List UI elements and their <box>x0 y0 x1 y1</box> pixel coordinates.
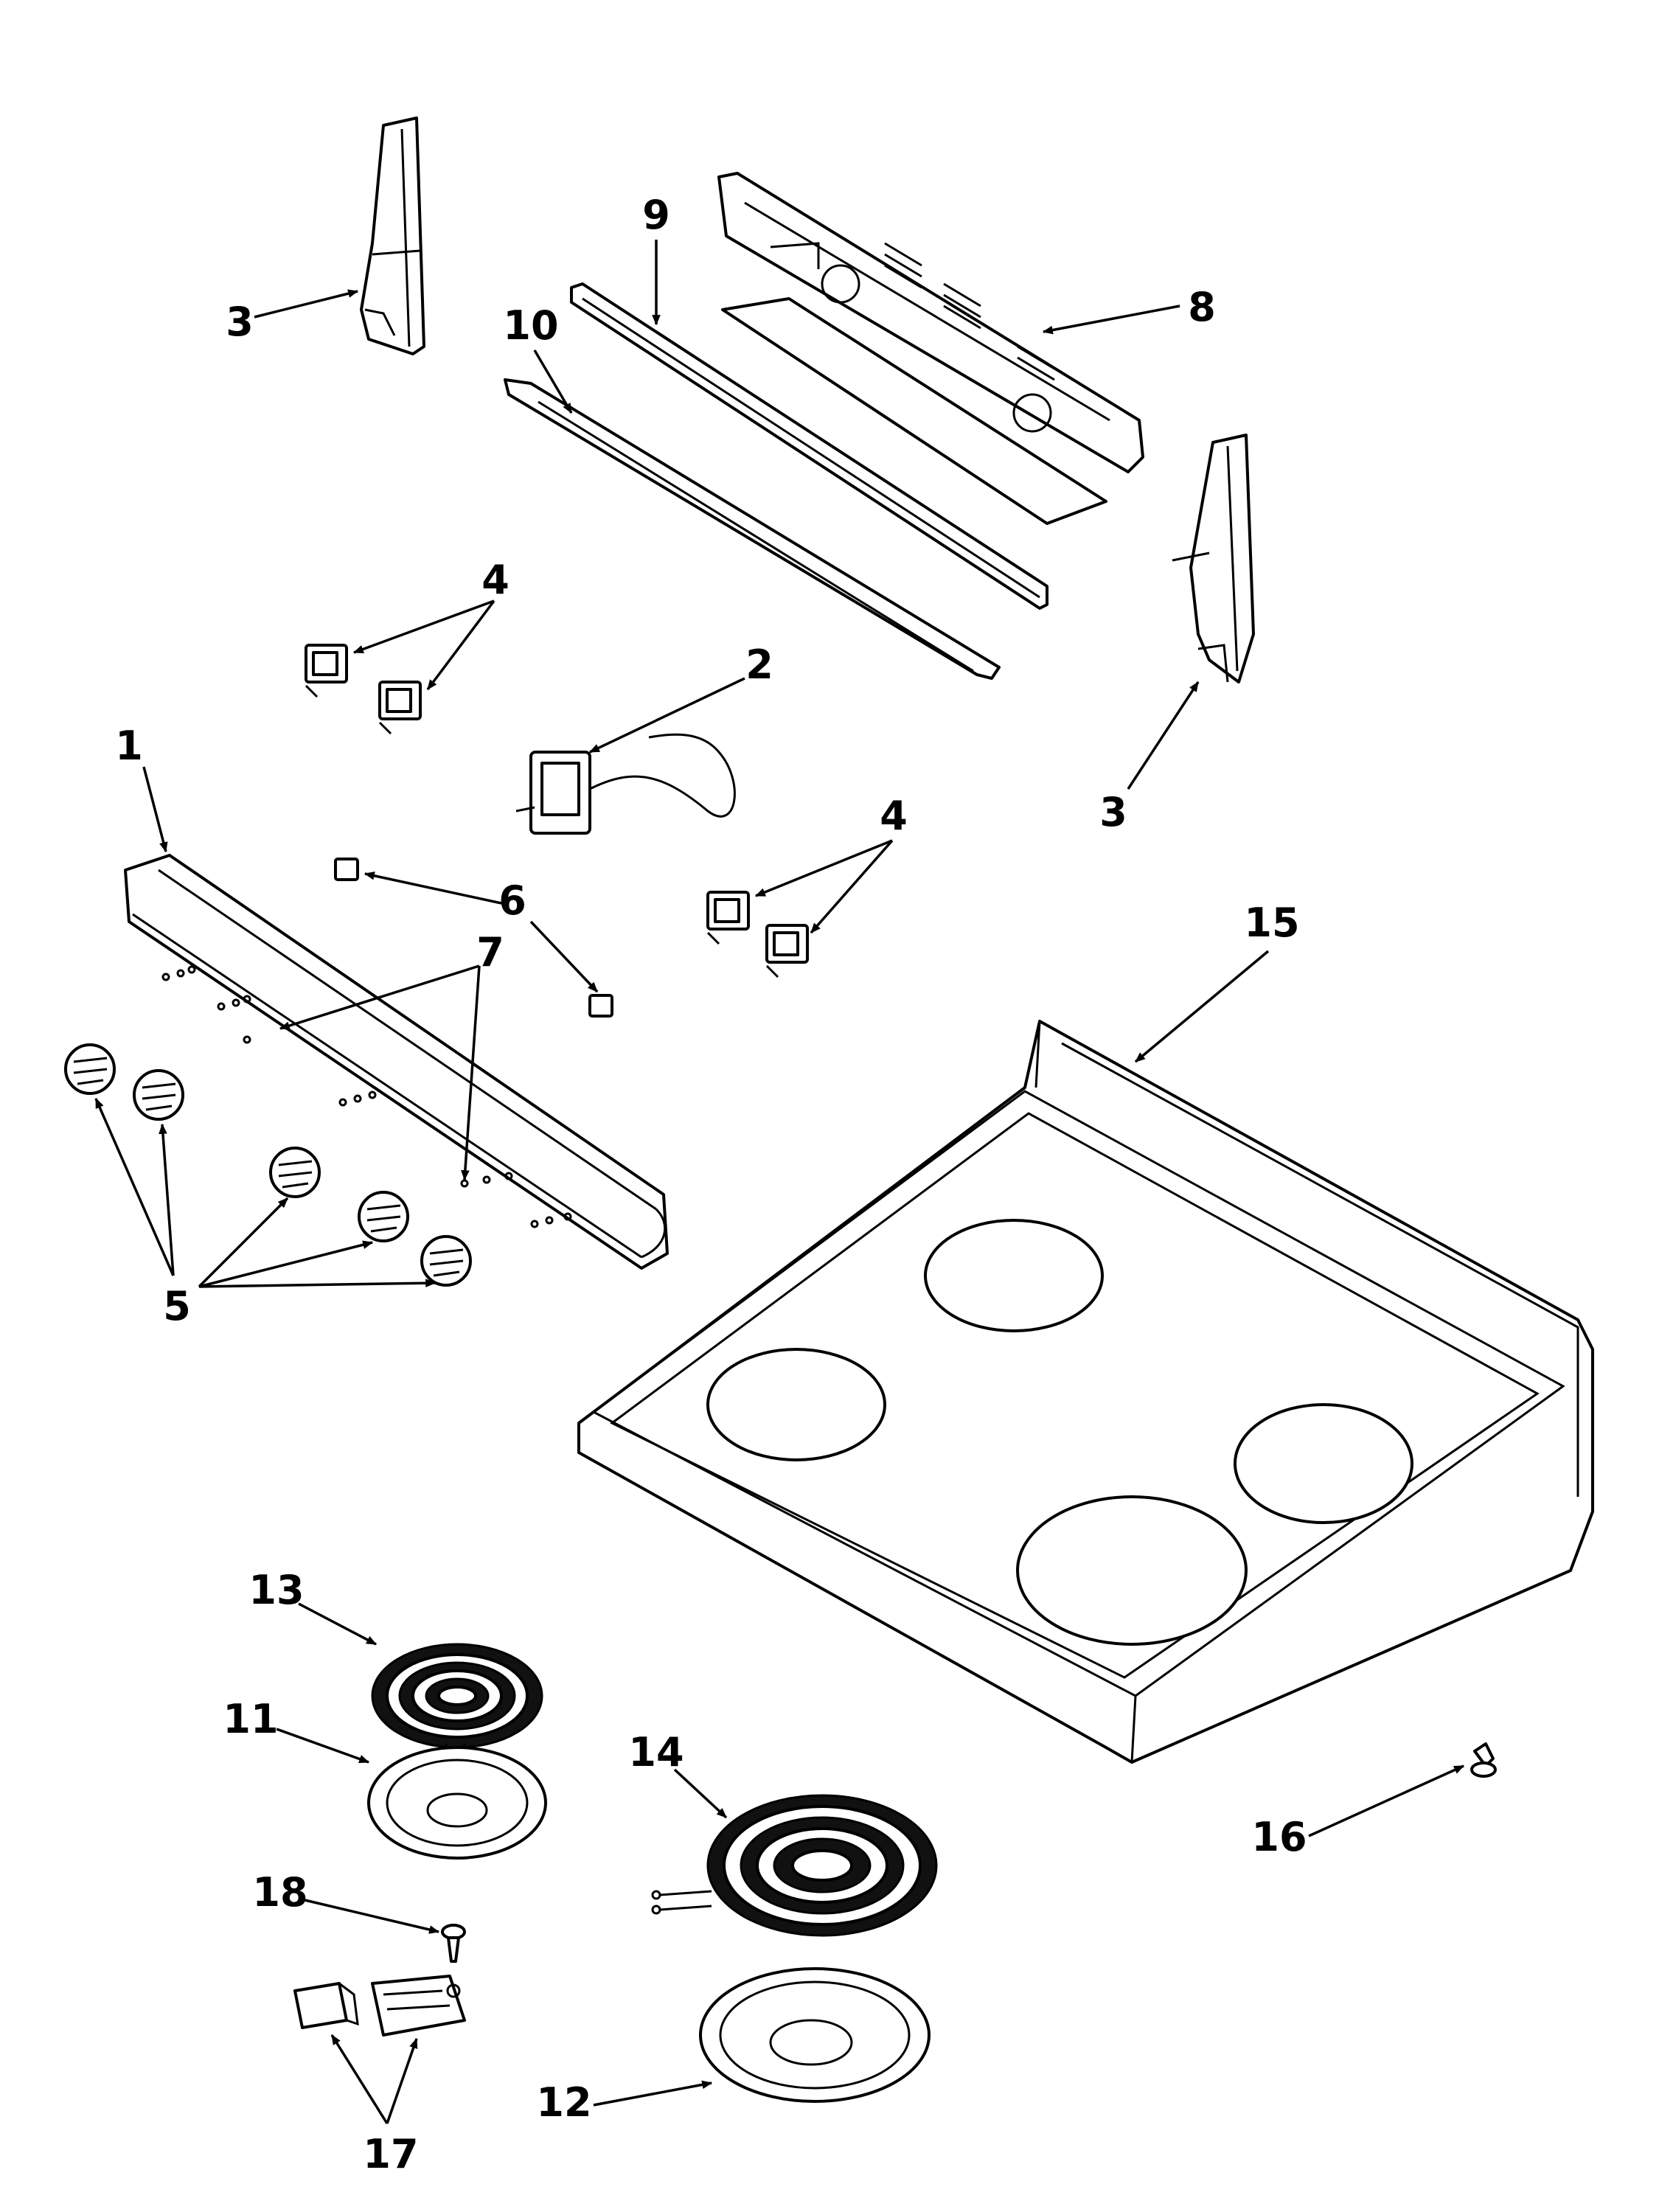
part-8-back-panel <box>717 172 1144 525</box>
knob-3 <box>269 1147 321 1198</box>
part-12-large-drip-bowl <box>699 1967 931 2103</box>
leader-lines <box>94 240 1465 2124</box>
part-14-large-surface-element <box>651 1794 938 1937</box>
leader-17-b <box>386 2037 418 2124</box>
part-3-right-end-bracket <box>1172 434 1255 684</box>
leader-5-d <box>198 1240 374 1288</box>
leader-13 <box>298 1602 378 1646</box>
leader-8 <box>1042 305 1180 335</box>
callout-5: 5 <box>163 1283 191 1329</box>
leader-3-right <box>1127 681 1200 790</box>
callout-2: 2 <box>745 641 773 688</box>
leader-7-a <box>279 964 480 1030</box>
part-6-indicator-light-lower <box>588 994 613 1018</box>
callout-6: 6 <box>498 877 526 924</box>
callout-12: 12 <box>536 2079 591 2126</box>
leader-4-top-a <box>352 599 495 654</box>
leader-7-b <box>461 965 481 1181</box>
callout-7: 7 <box>476 929 504 975</box>
callout-9: 9 <box>642 192 670 238</box>
part-18-screw <box>441 1924 466 1963</box>
callout-8: 8 <box>1188 284 1216 330</box>
part-17-terminal-block <box>293 1975 466 2037</box>
part-1-control-panel <box>124 854 669 1270</box>
callout-4-bottom: 4 <box>880 793 908 839</box>
part-16-screw <box>1470 1742 1497 1778</box>
callout-3-right: 3 <box>1099 789 1127 835</box>
callout-3-left: 3 <box>226 299 254 345</box>
part-6-indicator-light-upper <box>334 858 359 881</box>
burner-opening-front-left <box>706 1348 886 1461</box>
callout-15: 15 <box>1244 900 1299 946</box>
leader-4-top-b <box>426 599 495 691</box>
part-4-switch-upper-left <box>305 644 348 698</box>
leader-11 <box>276 1728 370 1764</box>
knob-holes <box>161 965 572 1228</box>
leader-3-left <box>254 289 359 319</box>
part-15-cooktop <box>577 1020 1594 1764</box>
callout-14: 14 <box>628 1729 684 1775</box>
leader-17-a <box>330 2034 389 2124</box>
leader-15 <box>1134 950 1270 1063</box>
callout-labels: 1 2 3 3 4 4 5 6 7 8 9 10 11 12 13 14 15 … <box>115 192 1307 2177</box>
leader-10 <box>533 349 573 414</box>
leader-5-e <box>198 1279 437 1288</box>
part-4-switch-upper-right <box>378 681 422 735</box>
part-10-trim-strip <box>504 378 1001 680</box>
leader-4-bottom-b <box>810 839 894 934</box>
part-5-knobs <box>64 1043 472 1287</box>
burner-opening-front-right <box>1016 1495 1248 1646</box>
part-9-rail <box>570 282 1048 610</box>
callout-4-top: 4 <box>481 557 509 603</box>
leader-6-upper <box>364 872 502 905</box>
part-4-switch-lower-left <box>706 891 750 945</box>
leader-5-b <box>159 1123 175 1276</box>
knob-5 <box>420 1235 472 1287</box>
leader-4-bottom-a <box>754 839 893 897</box>
callout-18: 18 <box>252 1869 307 1916</box>
leader-16 <box>1308 1764 1465 1837</box>
callout-11: 11 <box>223 1696 278 1742</box>
leader-5-a <box>94 1097 175 1276</box>
leader-2 <box>588 677 745 754</box>
callout-17: 17 <box>363 2131 418 2177</box>
callout-1: 1 <box>115 723 143 769</box>
part-3-left-end-bracket <box>360 116 425 355</box>
burner-opening-rear-left <box>924 1219 1104 1332</box>
knob-4 <box>358 1191 409 1242</box>
callout-13: 13 <box>248 1567 304 1613</box>
leader-6-lower <box>529 920 599 993</box>
leader-1 <box>142 766 168 853</box>
part-13-small-surface-element <box>371 1643 543 1777</box>
leader-18 <box>298 1897 440 1934</box>
knob-2 <box>133 1069 184 1121</box>
part-11-small-drip-bowl <box>367 1746 547 1860</box>
knob-1 <box>64 1043 116 1095</box>
leader-14 <box>673 1768 728 1819</box>
leader-12 <box>593 2080 713 2107</box>
leader-5-c <box>198 1197 289 1288</box>
callout-16: 16 <box>1251 1814 1307 1860</box>
part-2-thermostat <box>515 733 736 835</box>
callout-10: 10 <box>503 302 558 349</box>
burner-opening-rear-right <box>1234 1403 1413 1524</box>
part-4-switch-lower-right <box>765 924 809 978</box>
